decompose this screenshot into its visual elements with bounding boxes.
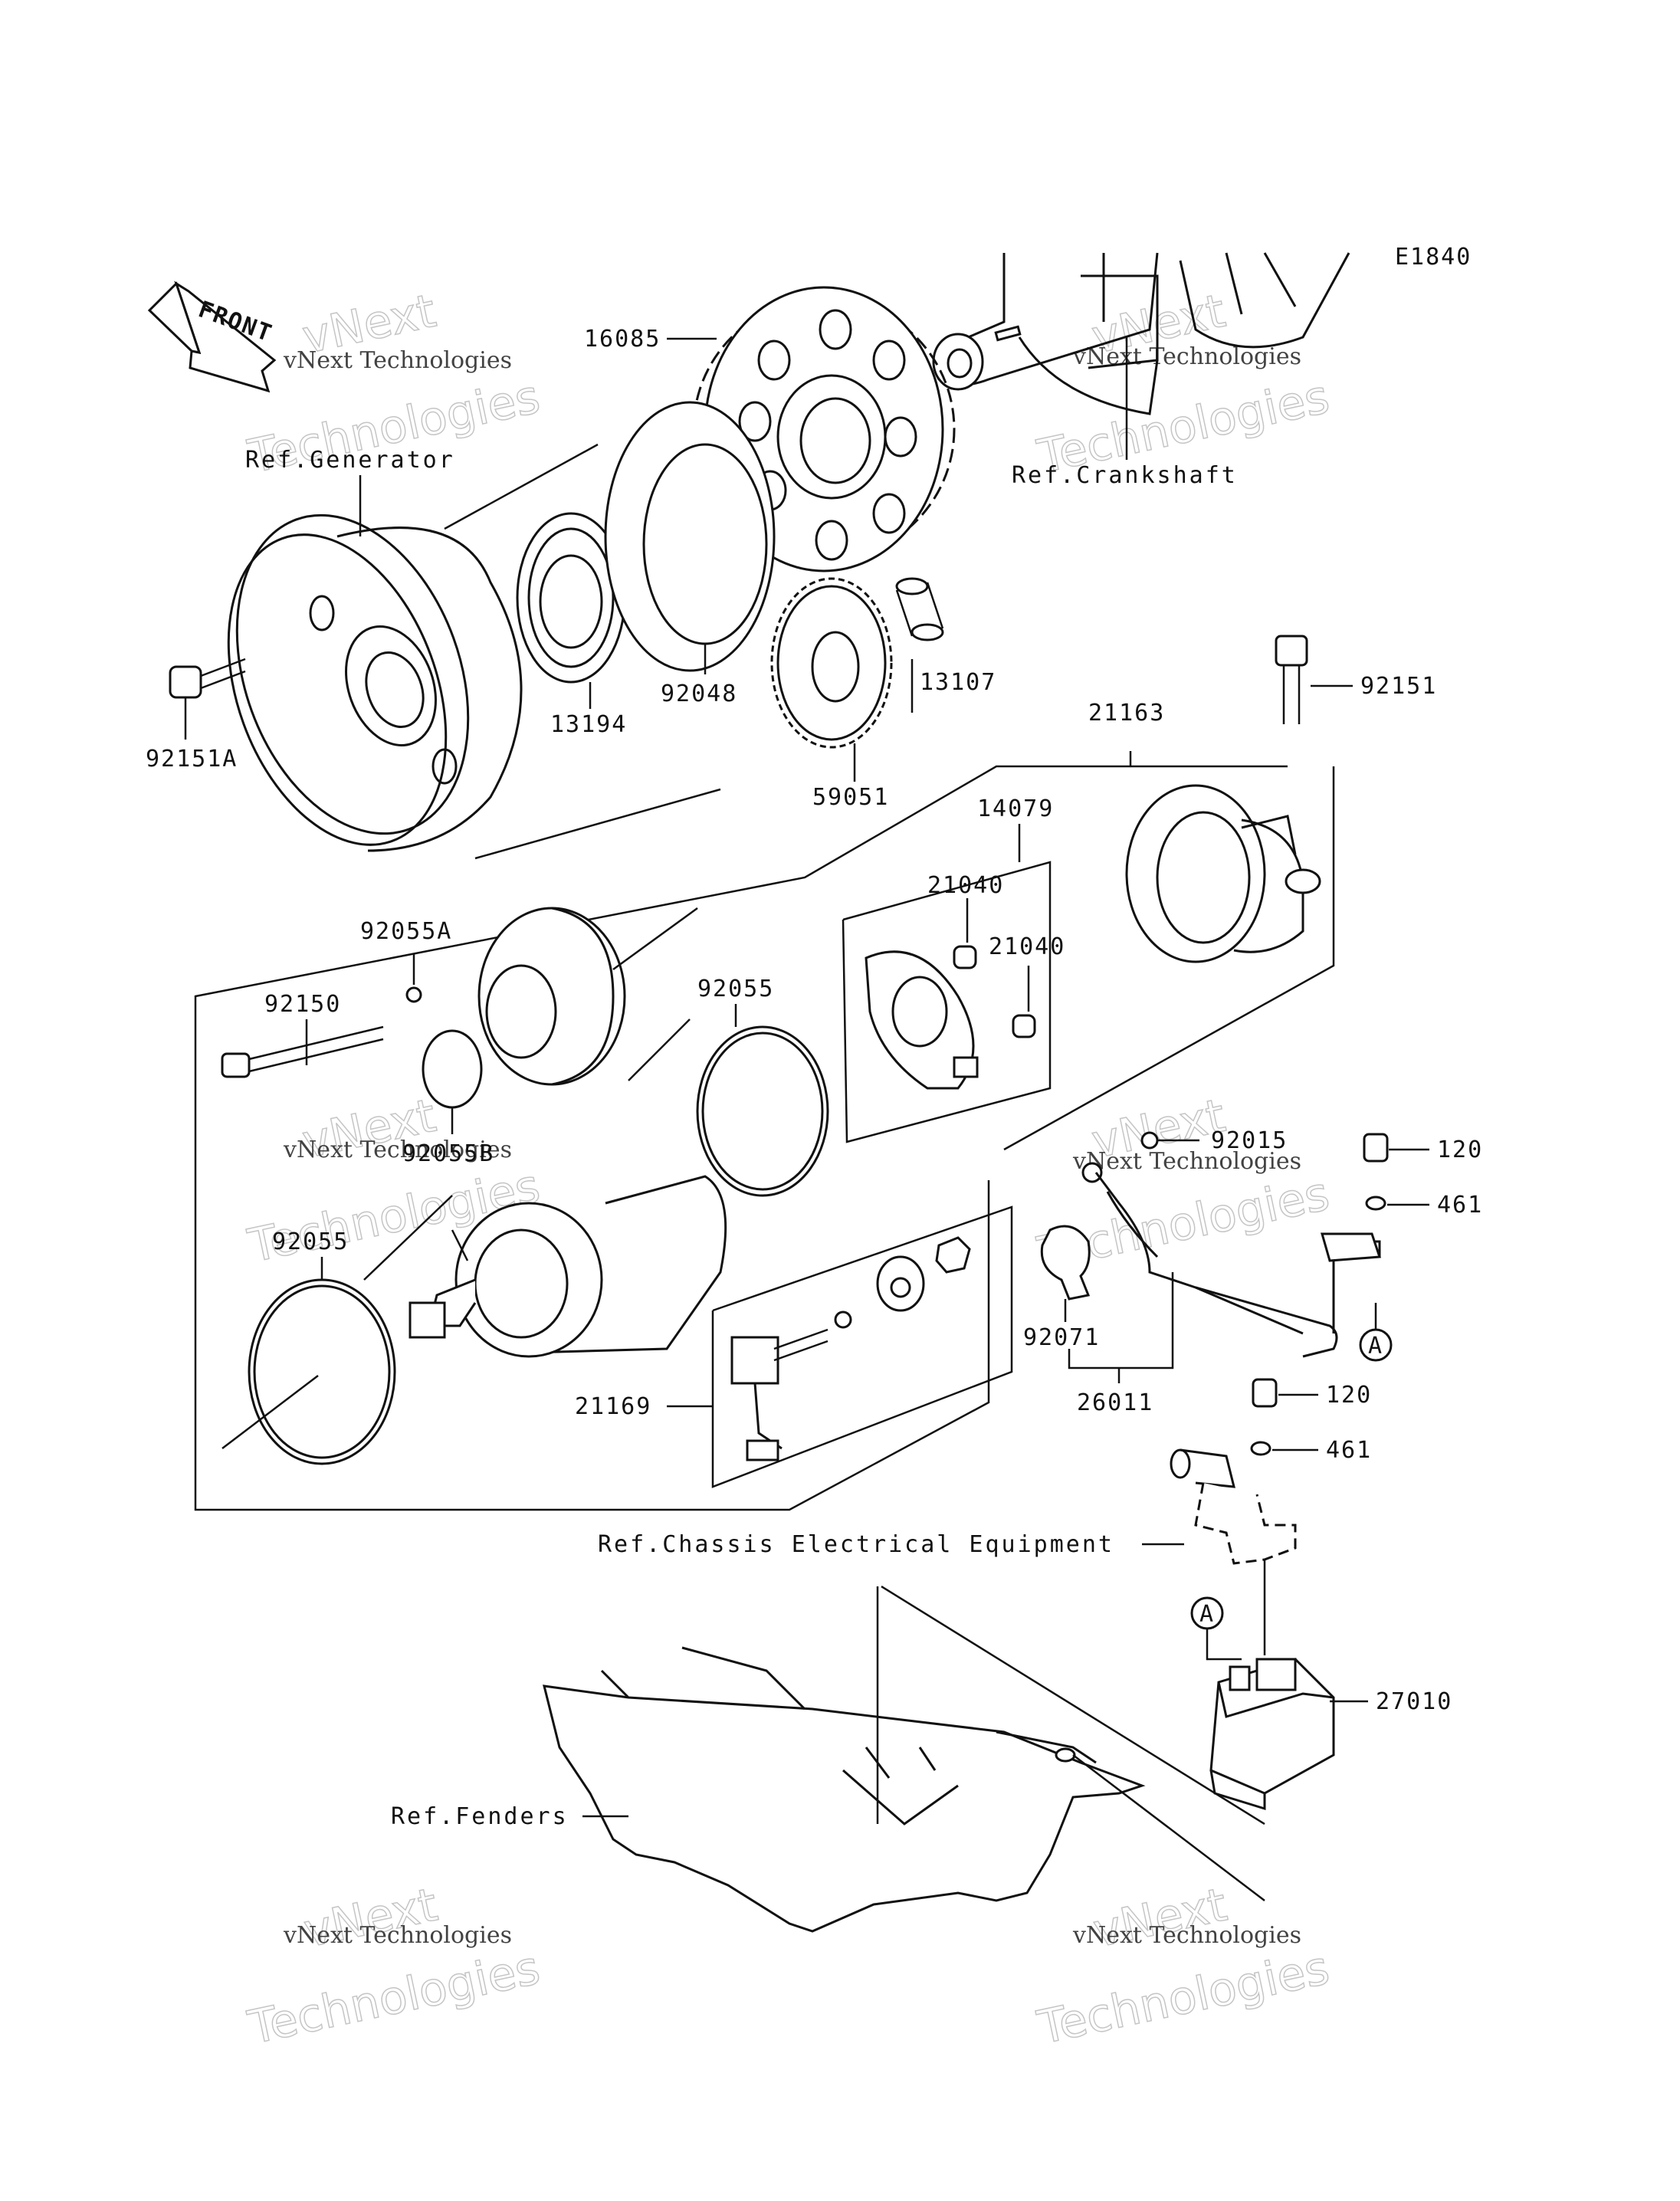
part-21040b-label: 21040 (989, 933, 1065, 960)
part-92151-label: 92151 (1360, 673, 1437, 700)
marker-A-upper-label: A (1368, 1333, 1383, 1360)
part-13194-label: 13194 (550, 711, 627, 738)
part-92055a-label: 92055 (697, 976, 774, 1002)
gear-59051 (770, 577, 893, 749)
part-27010-label: 27010 (1376, 1688, 1452, 1715)
oring-92055B (422, 1029, 483, 1109)
part-461b-label: 461 (1326, 1437, 1372, 1464)
oring-92055-front (248, 1278, 396, 1465)
diagram-code: E1840 (1395, 244, 1472, 271)
fender-part (543, 1646, 1146, 1933)
part-16085-label: 16085 (584, 326, 661, 353)
svg-text:vNext Technologies: vNext Technologies (283, 347, 512, 374)
terminal-bolt (730, 1236, 971, 1461)
front-arrow-icon: FRONT (147, 280, 276, 393)
part-92048-label: 92048 (661, 681, 737, 707)
brush-plate (865, 950, 979, 1090)
watermark-bottom-left: vNext vNext Technologies Technologies (243, 1878, 545, 2056)
svg-text:Technologies: Technologies (244, 1941, 545, 2055)
part-120b-label: 120 (1326, 1382, 1372, 1409)
cable-26011 (1040, 1162, 1382, 1358)
part-21169-label: 21169 (575, 1393, 651, 1420)
bolt-120-lower (1252, 1378, 1278, 1408)
part-26011-label: 26011 (1077, 1389, 1153, 1416)
part-21040a-label: 21040 (927, 872, 1004, 899)
svg-text:Technologies: Technologies (1033, 1941, 1334, 2055)
housing-92048 (604, 401, 776, 672)
part-92055b-label: 92055 (272, 1228, 349, 1255)
part-92055A-label: 92055A (360, 918, 452, 945)
clutch-13194 (516, 512, 626, 684)
part-92015-label: 92015 (1211, 1127, 1288, 1154)
ref-fenders-label: Ref.Fenders (391, 1803, 569, 1830)
starter-relay-27010 (1209, 1658, 1335, 1811)
terminal-group-outline (711, 1205, 1013, 1488)
part-92151A-label: 92151A (146, 746, 238, 772)
marker-A-lower-label: A (1199, 1601, 1215, 1628)
svg-text:vNext Technologies: vNext Technologies (1072, 1148, 1301, 1175)
part-92071-label: 92071 (1023, 1324, 1100, 1351)
ref-chassis-label: Ref.Chassis Electrical Equipment (598, 1531, 1114, 1558)
starter-motor (409, 1175, 727, 1358)
crankshaft-shape (932, 252, 1350, 415)
brush-21040a (953, 945, 977, 969)
part-92150-label: 92150 (264, 991, 341, 1018)
part-21163-label: 21163 (1088, 700, 1165, 727)
oring-92055A (405, 986, 422, 1003)
ref-generator-label: Ref.Generator (245, 447, 455, 474)
bolt-120-upper (1363, 1133, 1389, 1163)
part-14079-label: 14079 (977, 795, 1054, 822)
starter-group-outline (194, 765, 1335, 1511)
washer-461-lower (1250, 1441, 1271, 1456)
brush-21040b (1012, 1014, 1036, 1038)
part-120a-label: 120 (1437, 1137, 1483, 1163)
part-13107-label: 13107 (920, 669, 996, 696)
generator-rotor (227, 513, 523, 852)
bolt-92151 (1275, 635, 1308, 724)
svg-text:vNext Technologies: vNext Technologies (1072, 1922, 1301, 1949)
part-92055B-label: 92055B (402, 1140, 494, 1167)
end-cover (1125, 784, 1321, 963)
watermark-top-right: vNext vNext Technologies Technologies (1032, 284, 1334, 484)
nut-92015 (1140, 1131, 1159, 1150)
svg-text:vNext Technologies: vNext Technologies (283, 1922, 512, 1949)
washer-461-upper (1365, 1196, 1386, 1211)
svg-text:vNext Technologies: vNext Technologies (283, 1137, 512, 1163)
brush-group-outline (842, 861, 1052, 1143)
pin-13107 (895, 577, 944, 641)
part-59051-label: 59051 (812, 784, 889, 811)
bolt-92150 (221, 1025, 384, 1078)
front-cover (477, 907, 698, 1086)
ref-crankshaft-label: Ref.Crankshaft (1012, 462, 1238, 489)
watermark-bottom-right: vNext vNext Technologies Technologies (1032, 1878, 1334, 2056)
part-461a-label: 461 (1437, 1192, 1483, 1219)
chassis-electrical-part (1170, 1448, 1297, 1565)
oring-92055-rear (696, 1025, 829, 1197)
